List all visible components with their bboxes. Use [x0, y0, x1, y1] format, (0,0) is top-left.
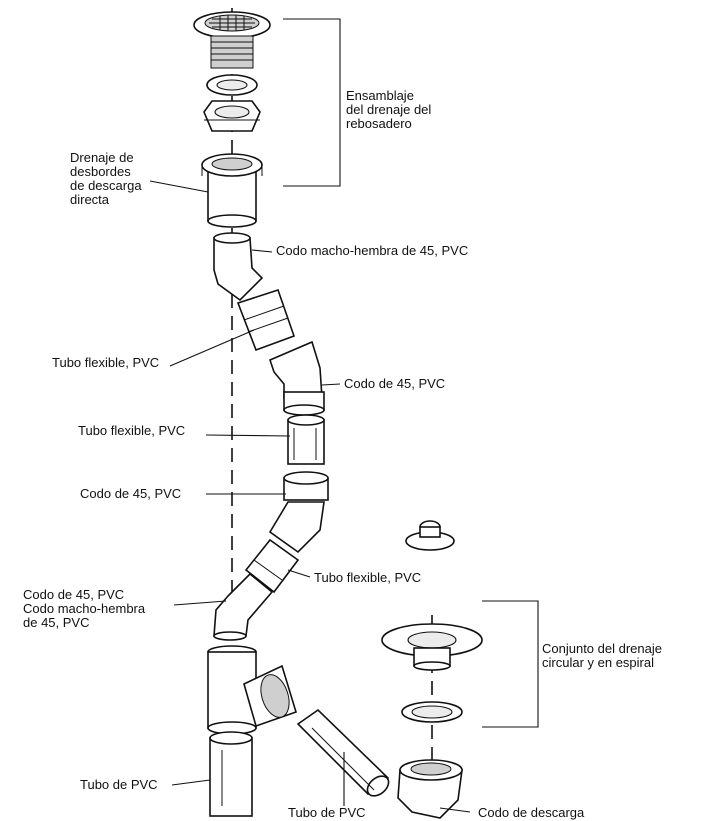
label-elbow-1: Codo de 45, PVC	[344, 376, 446, 391]
label-street-elbow-top: Codo macho-hembra de 45, PVC	[276, 243, 469, 258]
gasket-part	[206, 74, 258, 96]
leader-direct-discharge	[149, 180, 209, 193]
street-elbow-top	[213, 232, 264, 302]
tee-fitting	[207, 645, 297, 735]
leader-flex-1	[169, 329, 255, 367]
label-combo-elbow: Codo de 45, PVC Codo macho-hembra de 45,…	[23, 587, 146, 630]
drain-washer	[401, 701, 463, 723]
elbow-1-part	[269, 340, 325, 416]
label-elbow-2: Codo de 45, PVC	[80, 486, 182, 501]
flex-tube-1	[236, 288, 296, 352]
label-pvc-pipe-2: Tubo de PVC	[288, 805, 366, 820]
nut-part	[203, 100, 261, 132]
flex-tube-2	[287, 414, 325, 465]
discharge-elbow-part	[397, 759, 463, 819]
label-pvc-pipe-1: Tubo de PVC	[80, 777, 158, 792]
drain-flange	[381, 623, 483, 671]
strainer-part	[193, 11, 271, 69]
leader-combo-elbow	[173, 600, 227, 606]
leader-discharge-elbow	[439, 807, 471, 813]
bracket-drain	[482, 600, 539, 728]
label-direct-discharge: Drenaje de desbordes de descarga directa	[70, 150, 142, 207]
label-discharge-elbow: Codo de descarga	[478, 805, 585, 820]
elbow-2-part	[268, 471, 329, 554]
leader-elbow-1	[321, 383, 341, 386]
label-overflow-assembly: Ensamblaje del drenaje del rebosadero	[346, 88, 432, 131]
label-flex-tube-2: Tubo flexible, PVC	[78, 423, 186, 438]
leader-street-elbow	[251, 249, 273, 253]
label-flex-tube-3: Tubo flexible, PVC	[314, 570, 422, 585]
label-drain-assembly: Conjunto del drenaje circular y en espir…	[542, 641, 662, 670]
bracket-overflow	[283, 18, 341, 187]
stopper-part	[405, 520, 455, 551]
pvc-pipe-2	[296, 708, 390, 797]
leader-pvc-1	[171, 779, 211, 786]
flex-tube-3	[244, 538, 300, 594]
overflow-drain-body	[201, 153, 263, 228]
leader-flex-2	[205, 434, 291, 437]
combo-elbow-part	[213, 572, 274, 641]
leader-flex-3	[287, 569, 311, 578]
label-flex-tube-1: Tubo flexible, PVC	[52, 355, 160, 370]
pvc-pipe-1	[209, 731, 253, 817]
